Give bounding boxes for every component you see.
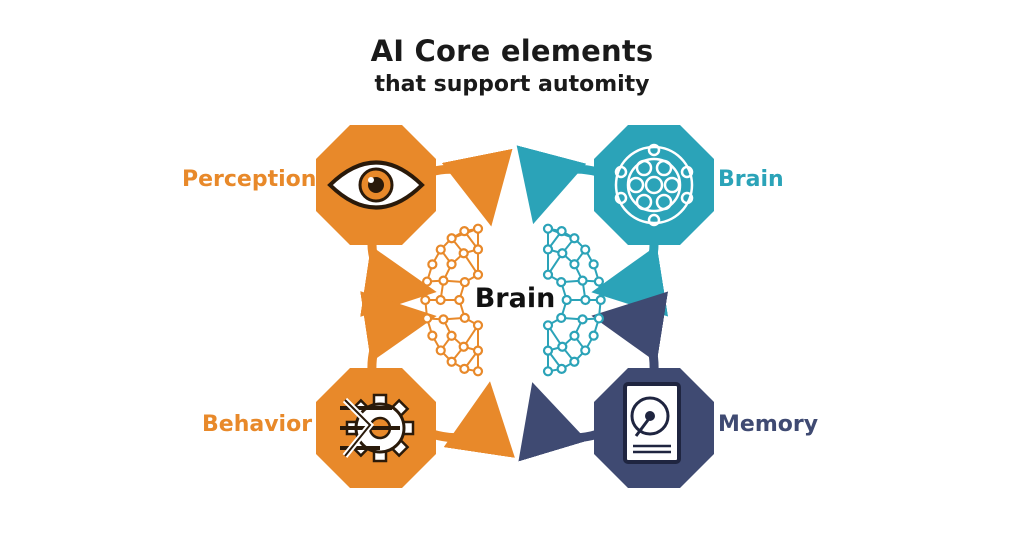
- brain-node: [561, 294, 572, 306]
- brain-node: [438, 275, 449, 286]
- brain-node: [556, 312, 567, 323]
- brain-node: [588, 330, 599, 341]
- brain-node: [459, 277, 470, 288]
- brain-node: [595, 294, 606, 306]
- brain-node: [569, 259, 580, 270]
- brain-node: [459, 312, 470, 323]
- center-brain-network: [420, 223, 606, 377]
- brain-node: [569, 330, 580, 341]
- brain-node: [472, 345, 484, 356]
- brain-node: [542, 366, 554, 377]
- brain-node: [580, 345, 591, 356]
- brain-node: [458, 248, 469, 259]
- arrow-behavior-right: [427, 381, 515, 458]
- eye-icon: [327, 160, 425, 210]
- brain-node: [542, 269, 554, 280]
- diagram-subtitle: that support automity: [374, 72, 650, 97]
- brain-node: [446, 356, 457, 367]
- label-perception: Perception: [182, 167, 317, 192]
- brain-node: [593, 313, 605, 324]
- arrow-behavior-up: [360, 291, 437, 377]
- brain-node: [472, 366, 484, 377]
- brain-node: [421, 313, 433, 324]
- brain-node: [577, 275, 588, 286]
- arrow-brain-left: [516, 145, 603, 225]
- node-brain: [594, 125, 714, 245]
- brain-node: [593, 276, 605, 287]
- arrow-perception-down: [360, 233, 437, 317]
- hard-drive-icon: [623, 382, 681, 464]
- diagram-title: AI Core elements: [370, 34, 654, 68]
- brain-node: [556, 363, 567, 374]
- brain-node: [556, 277, 567, 288]
- brain-node: [435, 345, 446, 356]
- brain-node: [435, 244, 446, 255]
- brain-node: [435, 294, 446, 306]
- brain-node: [454, 294, 465, 306]
- brain-node: [542, 320, 554, 331]
- brain-node: [588, 259, 599, 270]
- gear-wrench-icon: [340, 393, 415, 463]
- brain-node: [542, 223, 554, 234]
- label-behavior: Behavior: [202, 412, 313, 437]
- brain-node: [427, 259, 438, 270]
- arrow-memory-left: [518, 382, 603, 462]
- brain-node: [472, 223, 484, 234]
- brain-right-hemisphere: [542, 223, 606, 377]
- arrow-perception-right: [425, 148, 513, 227]
- brain-node: [420, 294, 431, 306]
- arrow-brain-down: [591, 233, 669, 317]
- brain-node: [472, 244, 484, 255]
- brain-node: [459, 226, 470, 237]
- brain-node: [569, 233, 580, 244]
- brain-left-hemisphere: [420, 223, 484, 377]
- brain-node: [557, 341, 568, 352]
- brain-node: [542, 244, 554, 255]
- brain-node: [556, 226, 567, 237]
- node-behavior: [316, 368, 436, 488]
- brain-node: [421, 276, 433, 287]
- brain-node: [580, 294, 591, 306]
- brain-node: [446, 233, 457, 244]
- brain-node: [542, 345, 554, 356]
- brain-node: [580, 244, 591, 255]
- label-brain: Brain: [718, 167, 784, 192]
- brain-node: [438, 314, 449, 325]
- brain-node: [577, 314, 588, 325]
- center-brain-label: Brain: [474, 283, 556, 314]
- arrow-memory-up: [591, 291, 669, 377]
- node-memory: [594, 368, 714, 488]
- brain-node: [446, 259, 457, 270]
- arrows: [360, 145, 669, 462]
- brain-node: [459, 363, 470, 374]
- brain-node: [557, 248, 568, 259]
- node-perception: [316, 125, 436, 245]
- brain-node: [427, 330, 438, 341]
- brain-node: [458, 341, 469, 352]
- brain-octagon: [594, 125, 714, 245]
- brain-node: [569, 356, 580, 367]
- neural-network-icon: [614, 143, 694, 227]
- brain-node: [472, 269, 484, 280]
- label-memory: Memory: [718, 412, 819, 437]
- brain-node: [446, 330, 457, 341]
- brain-node: [472, 320, 484, 331]
